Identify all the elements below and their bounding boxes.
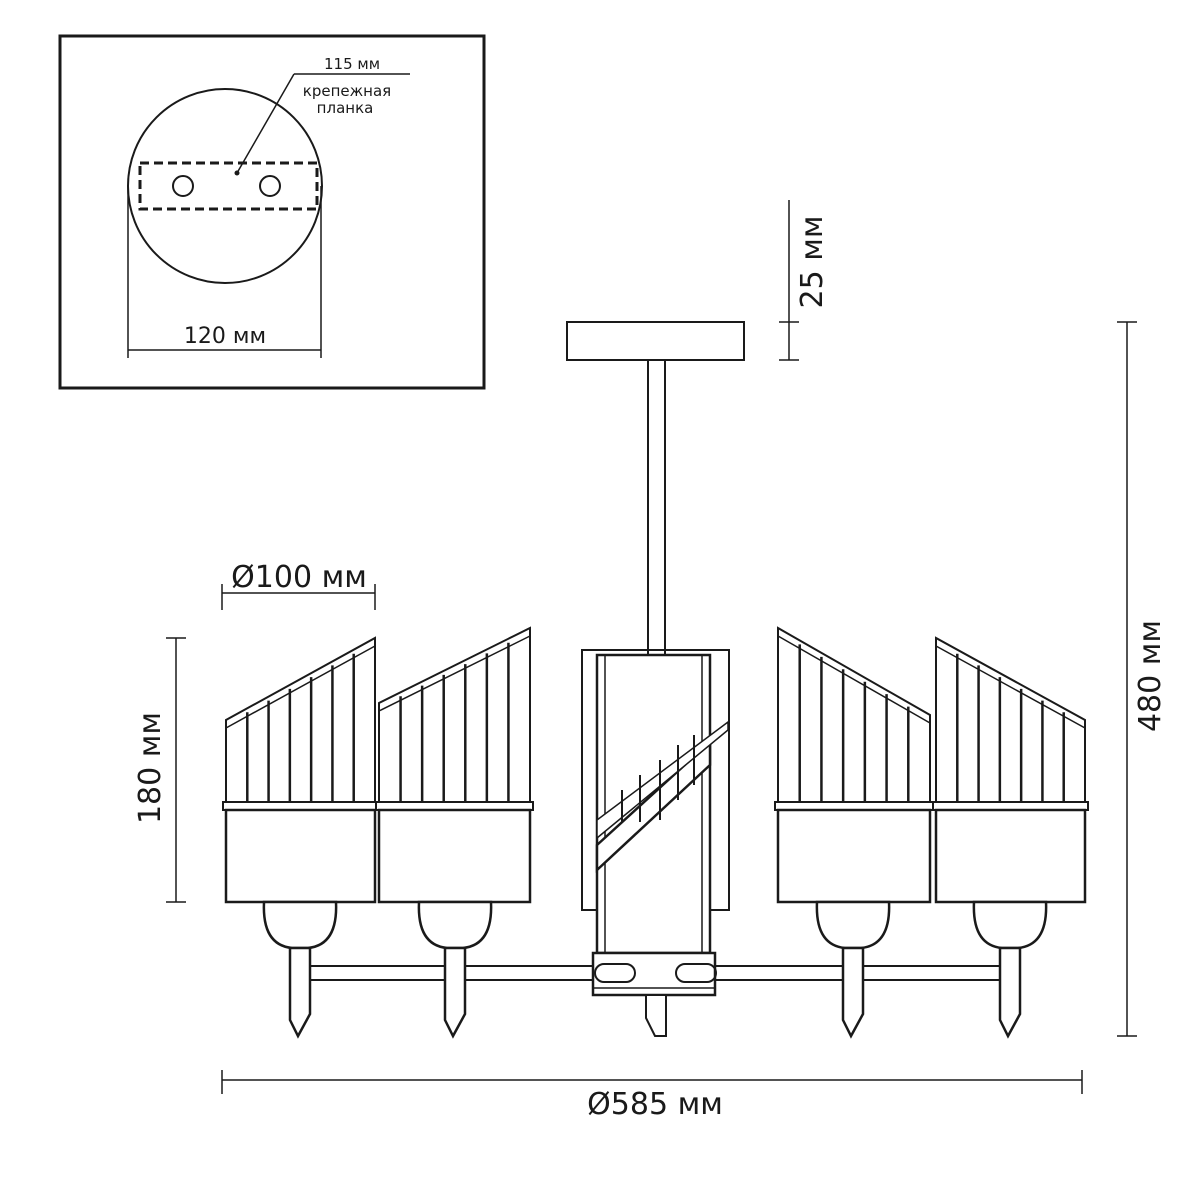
bracket-label-line1: крепежная [303, 82, 391, 100]
canopy-height-dimension: 25 мм [779, 200, 830, 361]
socket-cup [262, 900, 338, 950]
suspension-rod [647, 359, 666, 656]
shade-diameter-dimension: Ø100 мм [221, 560, 376, 610]
shade-glass-base [776, 808, 932, 904]
lamp-shade [774, 626, 934, 1039]
central-collar-slot-right [675, 963, 717, 983]
plate-slot-label: 115 мм [324, 55, 380, 73]
shade-height-label: 180 мм [133, 712, 168, 824]
arm-finial [998, 946, 1022, 1039]
arm-finial [443, 946, 467, 1039]
shade-diameter-label: Ø100 мм [231, 560, 367, 595]
arm-finial [288, 946, 312, 1039]
total-diameter-dimension: Ø585 мм [221, 1070, 1083, 1122]
arm-finial [841, 946, 865, 1039]
ceiling-canopy [566, 321, 745, 361]
lamp-shade [375, 626, 534, 1039]
total-height-label: 480 мм [1133, 620, 1168, 732]
central-cage-rods [621, 735, 695, 822]
shade-top-rim [935, 645, 1086, 729]
lamp-shade [932, 636, 1089, 1039]
central-collar-slot-left [594, 963, 636, 983]
shade-height-dimension: 180 мм [133, 637, 186, 903]
canopy-width-label: 120 мм [184, 324, 266, 349]
shade-top-rim [225, 645, 376, 729]
central-finial [645, 994, 667, 1037]
lamp-shade [222, 636, 379, 1039]
canopy-height-label: 25 мм [795, 216, 830, 309]
bracket-leader-line [236, 73, 295, 174]
bracket-label-line2: планка [317, 99, 374, 117]
inset-frame [58, 34, 486, 390]
socket-cup [972, 900, 1048, 950]
central-body [581, 649, 730, 1037]
screw-hole-left [172, 175, 194, 197]
mounting-plate-inset: 115 мм крепежная планка 120 мм [58, 34, 486, 390]
mounting-bracket-dashed [138, 161, 319, 211]
shade-glass-base [934, 808, 1087, 904]
socket-cup [417, 900, 493, 950]
lamp-shades [222, 626, 1089, 1039]
shade-glass-base [377, 808, 532, 904]
screw-hole-right [259, 175, 281, 197]
shade-glass-base [224, 808, 377, 904]
socket-cup [815, 900, 891, 950]
total-height-dimension: 480 мм [1117, 321, 1168, 1037]
total-diameter-label: Ø585 мм [587, 1087, 723, 1122]
shade-top-rim [378, 635, 531, 712]
shade-top-rim [777, 635, 931, 724]
canopy-and-stem [566, 321, 745, 656]
central-diagonal-band-upper [596, 720, 729, 840]
